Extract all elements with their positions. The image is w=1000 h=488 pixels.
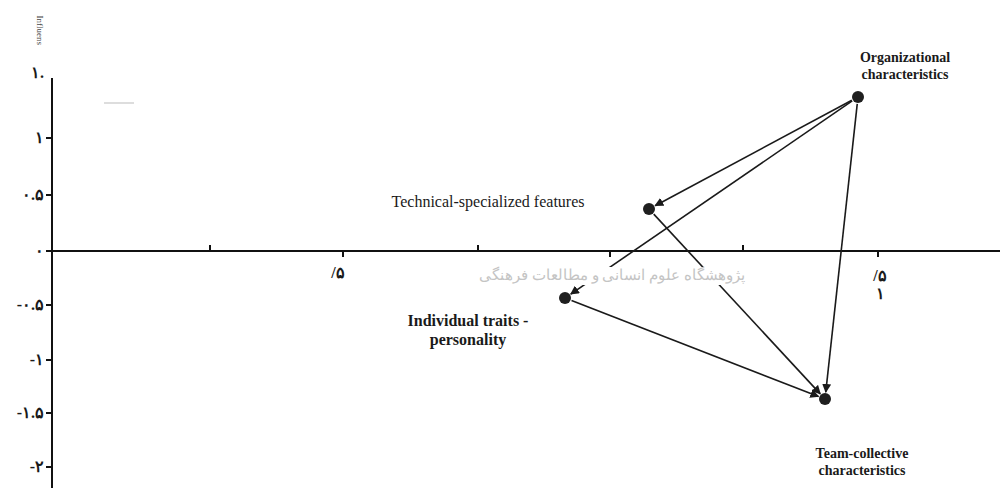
y-tick-label: -۲	[30, 458, 44, 476]
x-axis	[52, 250, 1000, 252]
y-axis	[51, 78, 53, 488]
influence-arrow	[654, 214, 820, 394]
influence-arrow	[571, 101, 852, 294]
x-tick-label: /۵	[331, 264, 344, 282]
y-tick-label: -۰.۵	[17, 296, 44, 314]
watermark: پژوهشگاه علوم انسانی و مطالعات فرهنگی	[477, 267, 747, 284]
y-ticks	[46, 138, 52, 467]
point-label: Organizational characteristics	[838, 50, 973, 84]
point-label: Technical-specialized features	[392, 192, 585, 211]
axis-title: Influens	[35, 15, 45, 45]
data-point: Technical-specialized features	[643, 203, 655, 215]
data-point: Individual traits - personality	[559, 292, 571, 304]
influence-arrow	[826, 104, 857, 392]
point-label: Team-collective characteristics	[795, 446, 930, 480]
y-tick-label: -۱	[30, 351, 44, 369]
data-point: Team-collective characteristics	[819, 393, 831, 405]
influence-arrow	[655, 100, 852, 205]
y-tick-label: ۱	[35, 129, 44, 147]
x-ticks	[210, 245, 878, 257]
y-tick-label: ۱.	[31, 64, 44, 82]
legend-stub	[104, 103, 134, 104]
data-point: Organizational characteristics	[852, 91, 864, 103]
y-tick-label: ۰.۵	[22, 186, 44, 204]
influence-arrow	[572, 301, 819, 397]
point-label: Individual traits - personality	[383, 311, 553, 349]
y-tick-label: ۰	[35, 242, 44, 260]
x-tick-label: /۵ ۱	[873, 267, 887, 304]
y-tick-label: -۱.۵	[17, 404, 44, 422]
